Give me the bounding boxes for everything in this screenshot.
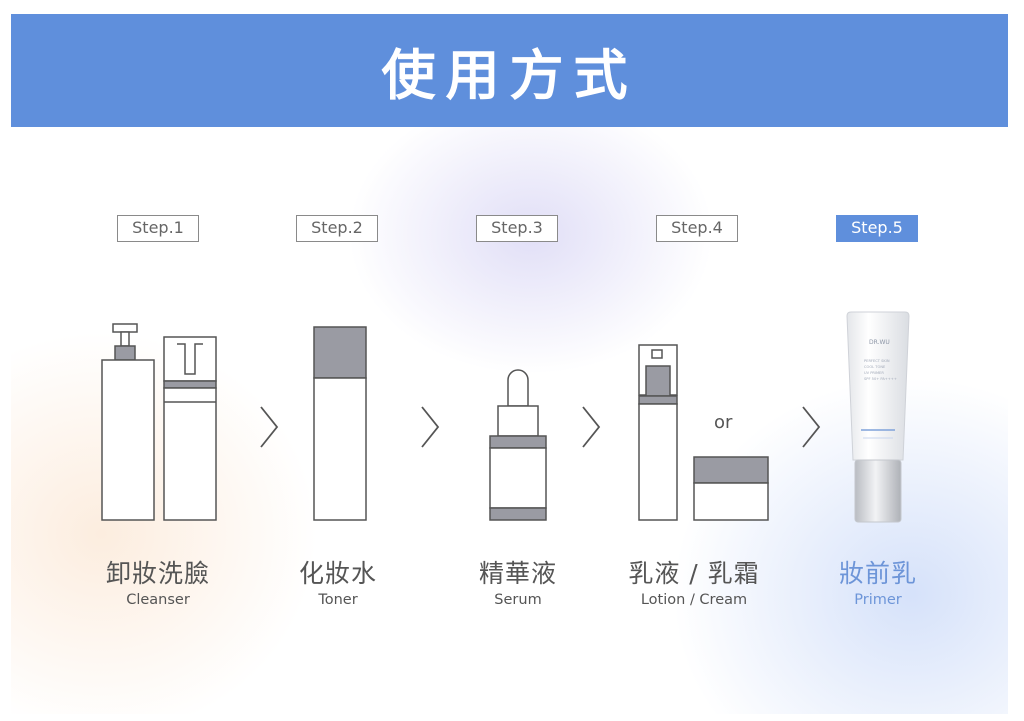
chevron-right-icon (801, 406, 821, 448)
primer-tube-image: DR.WU PERFECT SKIN COOL TONE UV PRIMER S… (845, 310, 911, 524)
cleanser-foam-bottle-icon (163, 336, 217, 522)
chevron-right-icon (581, 406, 601, 448)
cleanser-pump-bottle-icon (101, 322, 155, 522)
tube-label-line: COOL TONE (864, 365, 886, 369)
step-1-label-zh: 卸妝洗臉 (68, 554, 248, 590)
cream-jar-icon (693, 456, 769, 522)
tube-brand-text: DR.WU (869, 339, 890, 346)
step-4-label-zh: 乳液 / 乳霜 (604, 554, 784, 590)
step-3-label-en: Serum (428, 592, 608, 608)
toner-bottle-icon (313, 326, 367, 522)
lotion-pump-bottle-icon (638, 344, 678, 522)
step-2-label-en: Toner (248, 592, 428, 608)
step-2-label-zh: 化妝水 (248, 554, 428, 590)
step-1-label-en: Cleanser (68, 592, 248, 608)
step-2-badge: Step.2 (296, 215, 378, 242)
tube-label-line: SPF 50+ PA++++ (864, 377, 897, 381)
tube-label-line: UV PRIMER (864, 371, 884, 375)
step-4-label-en: Lotion / Cream (604, 592, 784, 608)
step-1-badge: Step.1 (117, 215, 199, 242)
chevron-right-icon (259, 406, 279, 448)
step-4-badge: Step.4 (656, 215, 738, 242)
header-banner: 使用方式 (11, 14, 1008, 127)
step-5-label-en: Primer (788, 592, 968, 608)
step-5-label-zh: 妝前乳 (788, 554, 968, 590)
step-3-label-zh: 精華液 (428, 554, 608, 590)
serum-dropper-bottle-icon (488, 366, 548, 522)
step-3-badge: Step.3 (476, 215, 558, 242)
step-5-badge: Step.5 (836, 215, 918, 242)
chevron-right-icon (420, 406, 440, 448)
usage-panel: 使用方式 Step.1 Step.2 Step.3 Step.4 Step.5 (11, 14, 1008, 714)
tube-label-line: PERFECT SKIN (864, 359, 890, 363)
or-label: or (714, 412, 732, 433)
page-title: 使用方式 (382, 31, 638, 110)
